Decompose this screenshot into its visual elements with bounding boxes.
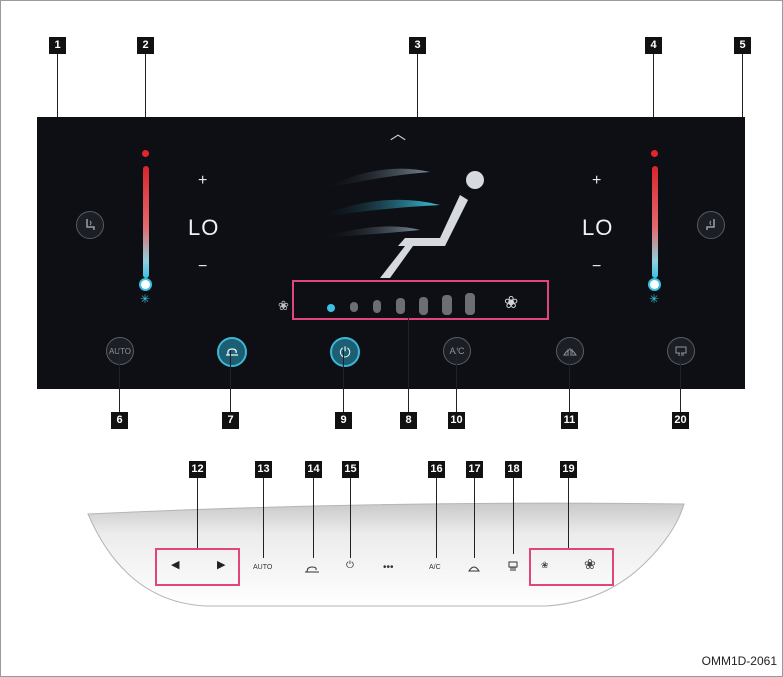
- fan-level-3[interactable]: [373, 300, 381, 313]
- fan-small-icon: ❀: [278, 298, 289, 314]
- callout-9-line: [343, 350, 344, 412]
- left-temp-value: LO: [188, 215, 219, 241]
- callout-17: 17: [466, 461, 483, 478]
- strip-ac-button[interactable]: A/C: [429, 564, 441, 571]
- temp-arrow-buttons-box: [155, 548, 240, 586]
- rear-defrost-button[interactable]: [667, 337, 695, 365]
- front-defrost-icon: [563, 345, 577, 357]
- callout-20-line: [680, 350, 681, 412]
- strip-power-button[interactable]: ⏻: [346, 560, 354, 571]
- callout-12: 12: [189, 461, 206, 478]
- fan-down-button[interactable]: ❀: [541, 560, 549, 571]
- callout-6-line: [119, 350, 120, 412]
- callout-18: 18: [505, 461, 522, 478]
- strip-more-button[interactable]: •••: [383, 562, 394, 573]
- fan-level-1[interactable]: [327, 304, 335, 312]
- temp-up-arrow[interactable]: ▶: [217, 558, 225, 571]
- callout-7: 7: [222, 412, 239, 429]
- callout-4: 4: [645, 37, 662, 54]
- callout-14-line: [313, 478, 314, 558]
- callout-17-line: [474, 478, 475, 558]
- callout-15-line: [350, 478, 351, 558]
- callout-19: 19: [560, 461, 577, 478]
- airflow-up-chevron[interactable]: ︿: [390, 120, 406, 144]
- callout-18-line: [513, 478, 514, 554]
- callout-15: 15: [342, 461, 359, 478]
- left-temp-minus[interactable]: −: [198, 258, 207, 276]
- callout-10: 10: [448, 412, 465, 429]
- left-temp-plus[interactable]: +: [198, 172, 207, 190]
- left-temp-slider[interactable]: [143, 166, 149, 278]
- callout-12-line: [197, 478, 198, 550]
- front-defrost-icon: [468, 563, 480, 573]
- left-cool-icon: ✳: [140, 292, 150, 306]
- callout-16-line: [436, 478, 437, 558]
- right-temp-plus[interactable]: +: [592, 172, 601, 190]
- right-temp-minus[interactable]: −: [592, 258, 601, 276]
- auto-button[interactable]: AUTO: [106, 337, 134, 365]
- callout-19-line: [568, 478, 569, 548]
- callout-20: 20: [672, 412, 689, 429]
- left-temp-max-marker: [142, 150, 149, 157]
- callout-9: 9: [335, 412, 352, 429]
- callout-1: 1: [49, 37, 66, 54]
- power-button[interactable]: ⏻: [330, 337, 360, 367]
- fan-level-2[interactable]: [350, 302, 358, 312]
- fan-level-5[interactable]: [419, 297, 428, 315]
- callout-6: 6: [111, 412, 128, 429]
- right-temp-knob[interactable]: [650, 280, 659, 289]
- callout-10-line: [456, 350, 457, 412]
- callout-3: 3: [409, 37, 426, 54]
- right-temp-max-marker: [651, 150, 658, 157]
- left-seat-heat-button[interactable]: [76, 211, 104, 239]
- callout-11-line: [569, 350, 570, 412]
- right-seat-heat-button[interactable]: [697, 211, 725, 239]
- ac-button[interactable]: A/C: [443, 337, 471, 365]
- strip-front-defrost-button[interactable]: [468, 560, 480, 578]
- callout-2: 2: [137, 37, 154, 54]
- callout-5: 5: [734, 37, 751, 54]
- left-temp-knob[interactable]: [141, 280, 150, 289]
- callout-14: 14: [305, 461, 322, 478]
- figure-id: OMM1D-2061: [702, 654, 777, 668]
- recirculation-icon: [224, 346, 240, 358]
- strip-rear-defrost-button[interactable]: [507, 559, 519, 577]
- fan-level-7[interactable]: [465, 293, 475, 315]
- callout-11: 11: [561, 412, 578, 429]
- rear-defrost-icon: [507, 561, 519, 572]
- fan-large-icon: ❀: [504, 293, 518, 313]
- callout-8-line: [408, 317, 409, 412]
- strip-auto-button[interactable]: AUTO: [253, 564, 272, 571]
- recirculation-button[interactable]: [217, 337, 247, 367]
- callout-16: 16: [428, 461, 445, 478]
- fan-level-4[interactable]: [396, 298, 405, 314]
- right-temp-value: LO: [582, 215, 613, 241]
- right-temp-slider[interactable]: [652, 166, 658, 278]
- right-cool-icon: ✳: [649, 292, 659, 306]
- fan-level-6[interactable]: [442, 295, 452, 315]
- front-defrost-button[interactable]: [556, 337, 584, 365]
- seat-heat-icon: [703, 217, 719, 233]
- callout-8: 8: [400, 412, 417, 429]
- fan-up-button[interactable]: ❀: [584, 556, 596, 573]
- callout-13-line: [263, 478, 264, 558]
- recirculation-icon: [304, 565, 320, 574]
- strip-recirculation-button[interactable]: [304, 561, 320, 579]
- temp-down-arrow[interactable]: ◀: [171, 558, 179, 571]
- airflow-seat-illustration: [310, 160, 500, 280]
- callout-13: 13: [255, 461, 272, 478]
- seat-heat-icon: [82, 217, 98, 233]
- rear-defrost-icon: [674, 345, 688, 357]
- callout-7-line: [230, 350, 231, 412]
